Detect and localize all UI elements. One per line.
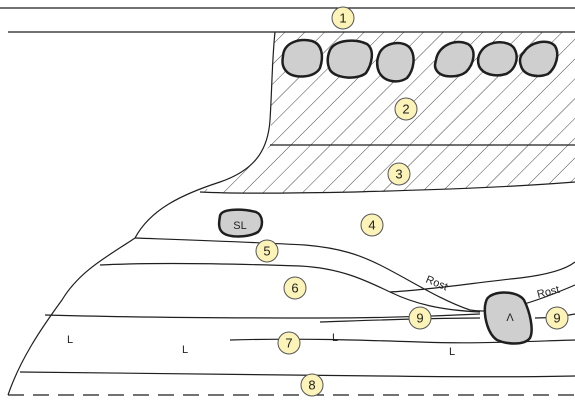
svg-text:9: 9 (416, 311, 423, 326)
stone (518, 40, 559, 78)
stone (476, 41, 518, 77)
stone (433, 40, 475, 78)
svg-text:6: 6 (291, 281, 298, 296)
marker-1: 1 (331, 6, 355, 30)
sl-stone (217, 208, 264, 238)
l-label: L (182, 344, 188, 356)
svg-text:7: 7 (285, 336, 292, 351)
l-label: L (67, 334, 73, 346)
layer-9-line (319, 317, 481, 323)
marker-2: 2 (394, 97, 418, 121)
svg-text:2: 2 (402, 102, 409, 117)
rost-boundary-upper (389, 261, 575, 293)
stone (326, 39, 374, 79)
marker-7: 7 (277, 331, 301, 355)
marker-8: 8 (300, 373, 324, 397)
svg-text:4: 4 (368, 218, 375, 233)
sl-label: SL (233, 220, 246, 232)
stone (281, 38, 324, 78)
boundary-7-8 (19, 371, 575, 378)
pit-outline (7, 31, 276, 396)
rost-label: Rost (536, 284, 561, 301)
lambda-stone (483, 291, 533, 345)
boundary-5-6 (99, 262, 481, 313)
svg-text:5: 5 (263, 244, 270, 259)
l-label: L (332, 332, 338, 344)
marker-5: 5 (255, 239, 279, 263)
stone (375, 41, 415, 83)
marker-3: 3 (387, 162, 411, 186)
svg-text:3: 3 (395, 167, 402, 182)
marker-6: 6 (283, 276, 307, 300)
lambda-label: Λ (506, 312, 514, 324)
svg-text:8: 8 (308, 378, 315, 393)
marker-9: 9 (545, 306, 569, 330)
marker-4: 4 (360, 213, 384, 237)
boundary-3-4 (199, 181, 575, 194)
svg-text:1: 1 (339, 11, 346, 26)
marker-9: 9 (408, 306, 432, 330)
stone-row (281, 38, 559, 83)
l-label: L (449, 346, 455, 358)
svg-text:9: 9 (553, 311, 560, 326)
